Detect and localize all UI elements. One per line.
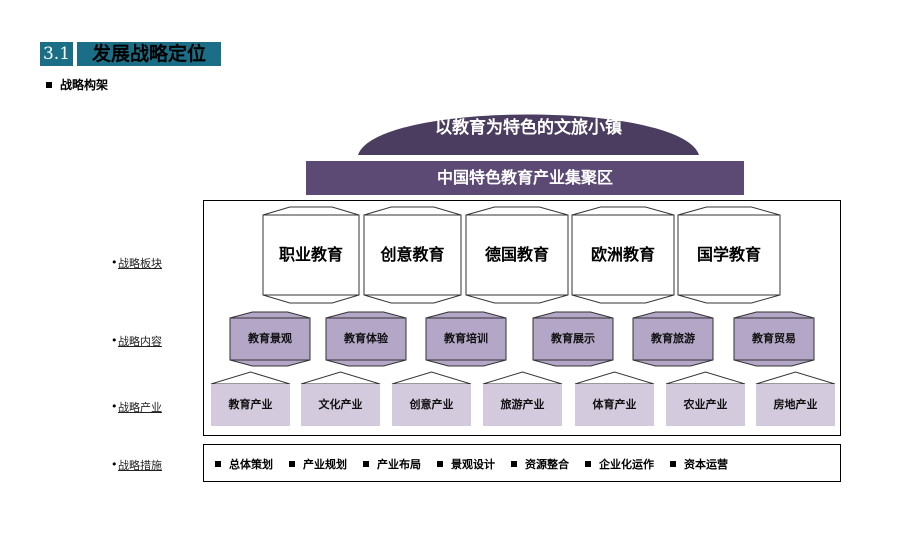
- module-box: 职业教育: [262, 206, 360, 304]
- measure-label: 景观设计: [451, 458, 495, 471]
- measures-list: 总体策划 产业规划 产业布局 景观设计 资源整合 企业化运作 资本运营: [215, 456, 744, 472]
- industry-box: 教育产业: [210, 371, 291, 426]
- industry-box: 体育产业: [574, 371, 655, 426]
- section-title: 发展战略定位: [77, 42, 221, 66]
- banner: 中国特色教育产业集聚区: [306, 161, 744, 195]
- row-label-bullet: •: [111, 256, 118, 269]
- measures-frame: [203, 444, 841, 482]
- bullet-square-icon: [363, 461, 369, 467]
- section-number: 3.1: [40, 42, 73, 66]
- measure-item: 总体策划: [215, 456, 273, 472]
- row-label-contents: 战略内容: [118, 335, 162, 348]
- industry-box: 农业产业: [665, 371, 746, 426]
- content-box-label: 教育培训: [444, 332, 488, 345]
- content-box: 教育贸易: [733, 311, 815, 367]
- content-box: 教育旅游: [632, 311, 714, 367]
- module-box: 欧洲教育: [571, 206, 675, 304]
- content-box-label: 教育旅游: [651, 332, 695, 345]
- row-label-bullet: •: [111, 400, 118, 413]
- content-box-label: 教育贸易: [752, 332, 796, 345]
- main-frame: [203, 200, 841, 436]
- industry-box: 房地产业: [755, 371, 836, 426]
- industry-box-label: 教育产业: [228, 398, 273, 411]
- measure-item: 景观设计: [437, 456, 495, 472]
- bullet-square-icon: [585, 461, 591, 467]
- industry-box-label: 旅游产业: [500, 398, 545, 411]
- content-box: 教育体验: [325, 311, 407, 367]
- content-box-label: 教育展示: [551, 332, 595, 345]
- industry-box-label: 文化产业: [318, 398, 363, 411]
- industry-box-label: 房地产业: [773, 398, 818, 411]
- module-box: 国学教育: [677, 206, 781, 304]
- bullet-square-icon: [670, 461, 676, 467]
- measure-item: 产业布局: [363, 456, 421, 472]
- row-label-measures: 战略措施: [118, 459, 162, 472]
- measure-label: 产业布局: [377, 458, 421, 471]
- measure-label: 资本运营: [684, 458, 728, 471]
- bullet-square-icon: [511, 461, 517, 467]
- measure-label: 资源整合: [525, 458, 569, 471]
- measure-label: 产业规划: [303, 458, 347, 471]
- measure-label: 企业化运作: [599, 458, 654, 471]
- row-label-bullet: •: [111, 458, 118, 471]
- industry-box: 创意产业: [391, 371, 472, 426]
- module-box-label: 国学教育: [696, 245, 761, 264]
- bullet-square-icon: [289, 461, 295, 467]
- bullet-square-icon: [215, 461, 221, 467]
- industry-box-label: 创意产业: [409, 398, 454, 411]
- content-box-label: 教育景观: [248, 332, 292, 345]
- module-box-label: 职业教育: [278, 245, 343, 264]
- module-box-label: 德国教育: [484, 245, 549, 264]
- module-box: 德国教育: [465, 206, 569, 304]
- measure-item: 资源整合: [511, 456, 569, 472]
- content-box-label: 教育体验: [344, 332, 388, 345]
- row-label-bullet: •: [111, 334, 118, 347]
- module-box-label: 创意教育: [380, 245, 445, 264]
- content-box: 教育培训: [425, 311, 507, 367]
- industry-box-label: 农业产业: [683, 398, 728, 411]
- measure-item: 资本运营: [670, 456, 728, 472]
- content-box: 教育景观: [229, 311, 311, 367]
- row-label-industries: 战略产业: [118, 401, 162, 414]
- measure-item: 产业规划: [289, 456, 347, 472]
- measure-item: 企业化运作: [585, 456, 654, 472]
- arch-shape: [358, 114, 699, 155]
- subsection-label: 战略构架: [60, 78, 109, 92]
- module-box-label: 欧洲教育: [590, 245, 655, 264]
- row-label-modules: 战略板块: [118, 257, 162, 270]
- measure-label: 总体策划: [229, 458, 273, 471]
- industry-box: 旅游产业: [482, 371, 563, 426]
- arch-title: 以教育为特色的文旅小镇: [435, 118, 622, 138]
- content-box: 教育展示: [532, 311, 614, 367]
- industry-box: 文化产业: [300, 371, 381, 426]
- bullet-square-icon: [437, 461, 443, 467]
- subsection-bullet: [46, 82, 52, 88]
- industry-box-label: 体育产业: [592, 398, 637, 411]
- module-box: 创意教育: [363, 206, 462, 304]
